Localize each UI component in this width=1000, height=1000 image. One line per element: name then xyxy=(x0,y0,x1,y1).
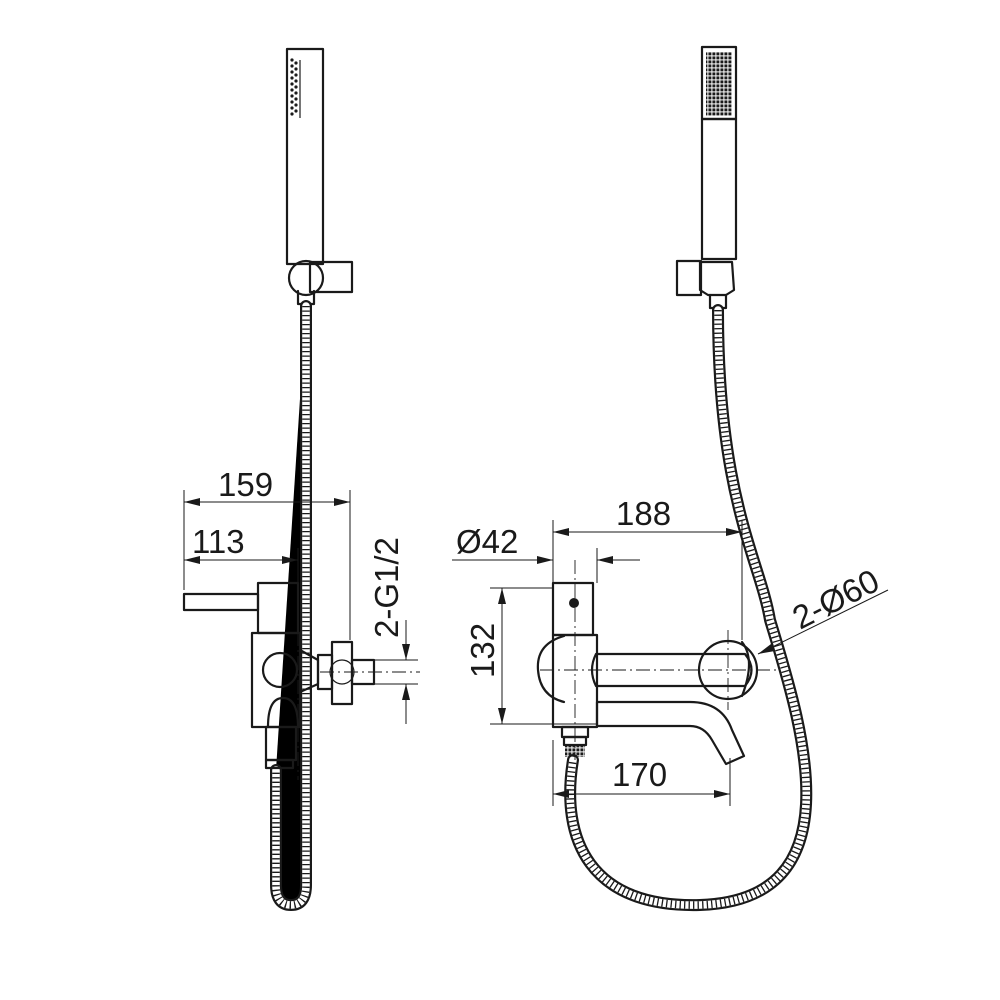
hand-shower-front xyxy=(700,45,738,261)
dim-113: 113 xyxy=(183,523,299,590)
shower-hose-front xyxy=(564,304,813,912)
dim-188-label: 188 xyxy=(616,495,671,532)
dim-170: 170 xyxy=(552,740,731,806)
dim-132: 132 xyxy=(464,587,597,725)
dim-escutcheon-label: 2-Ø60 xyxy=(786,562,885,637)
dim-170-label: 170 xyxy=(612,756,667,793)
shower-holder-front xyxy=(675,259,736,310)
spray-nozzles-icon xyxy=(290,58,298,116)
dim-132-label: 132 xyxy=(464,623,501,678)
dim-188: 188 xyxy=(552,495,743,640)
shower-holder-side xyxy=(287,259,354,306)
lever-screw-icon xyxy=(569,598,579,608)
dim-159: 159 xyxy=(183,466,351,640)
spray-grille-icon xyxy=(706,52,732,116)
dim-159-label: 159 xyxy=(218,466,273,503)
shower-hose-side xyxy=(270,300,312,911)
hose-nut-front xyxy=(560,725,590,757)
dim-113-label: 113 xyxy=(192,523,245,560)
mixer-body-front xyxy=(536,560,780,766)
side-view: 159 113 2-G1/2 xyxy=(182,47,420,911)
dim-diameter-42: Ø42 xyxy=(452,523,640,583)
hand-shower-side xyxy=(285,47,325,266)
dim-diameter-42-label: Ø42 xyxy=(456,523,518,560)
dim-thread-label: 2-G1/2 xyxy=(368,537,405,638)
dim-thread: 2-G1/2 xyxy=(368,537,418,724)
front-view: 188 Ø42 132 170 xyxy=(452,45,889,912)
mixer-body-side xyxy=(182,560,302,780)
wall-connector-side xyxy=(298,640,420,706)
